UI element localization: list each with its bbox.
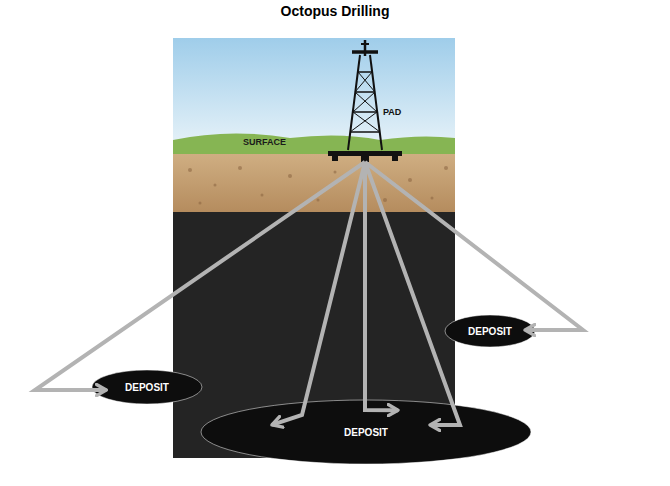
- pad-support: [332, 156, 338, 161]
- diagram-title: Octopus Drilling: [0, 3, 670, 19]
- pad-label: PAD: [383, 107, 401, 117]
- deposit-outline: [92, 370, 202, 404]
- deposit-label: DEPOSIT: [344, 427, 388, 438]
- soil-texture: [188, 166, 448, 205]
- deposit-label: DEPOSIT: [125, 382, 169, 393]
- wellhead: [361, 156, 369, 162]
- pad-platform: [328, 151, 402, 156]
- grass-hills: [173, 133, 455, 156]
- drill-path: [272, 162, 365, 425]
- drill-path: [365, 162, 398, 410]
- region-label: SURFACE: [243, 137, 286, 147]
- deposit-ellipse: DEPOSIT: [445, 315, 535, 347]
- deposit-label: DEPOSIT: [468, 326, 512, 337]
- drilling-pad: PAD: [328, 150, 402, 162]
- drill-path: [365, 162, 460, 425]
- drill-path: [365, 162, 583, 330]
- deposit-ellipse: DEPOSIT: [92, 370, 202, 404]
- drill-path: [35, 162, 365, 390]
- deposit-ellipse: DEPOSIT: [201, 400, 531, 464]
- deposit-outline: [445, 315, 535, 347]
- pad-support: [392, 156, 398, 161]
- soil: [173, 154, 455, 212]
- pad-shape: [328, 150, 402, 162]
- derrick: [348, 40, 382, 150]
- deposit-outline: [201, 400, 531, 464]
